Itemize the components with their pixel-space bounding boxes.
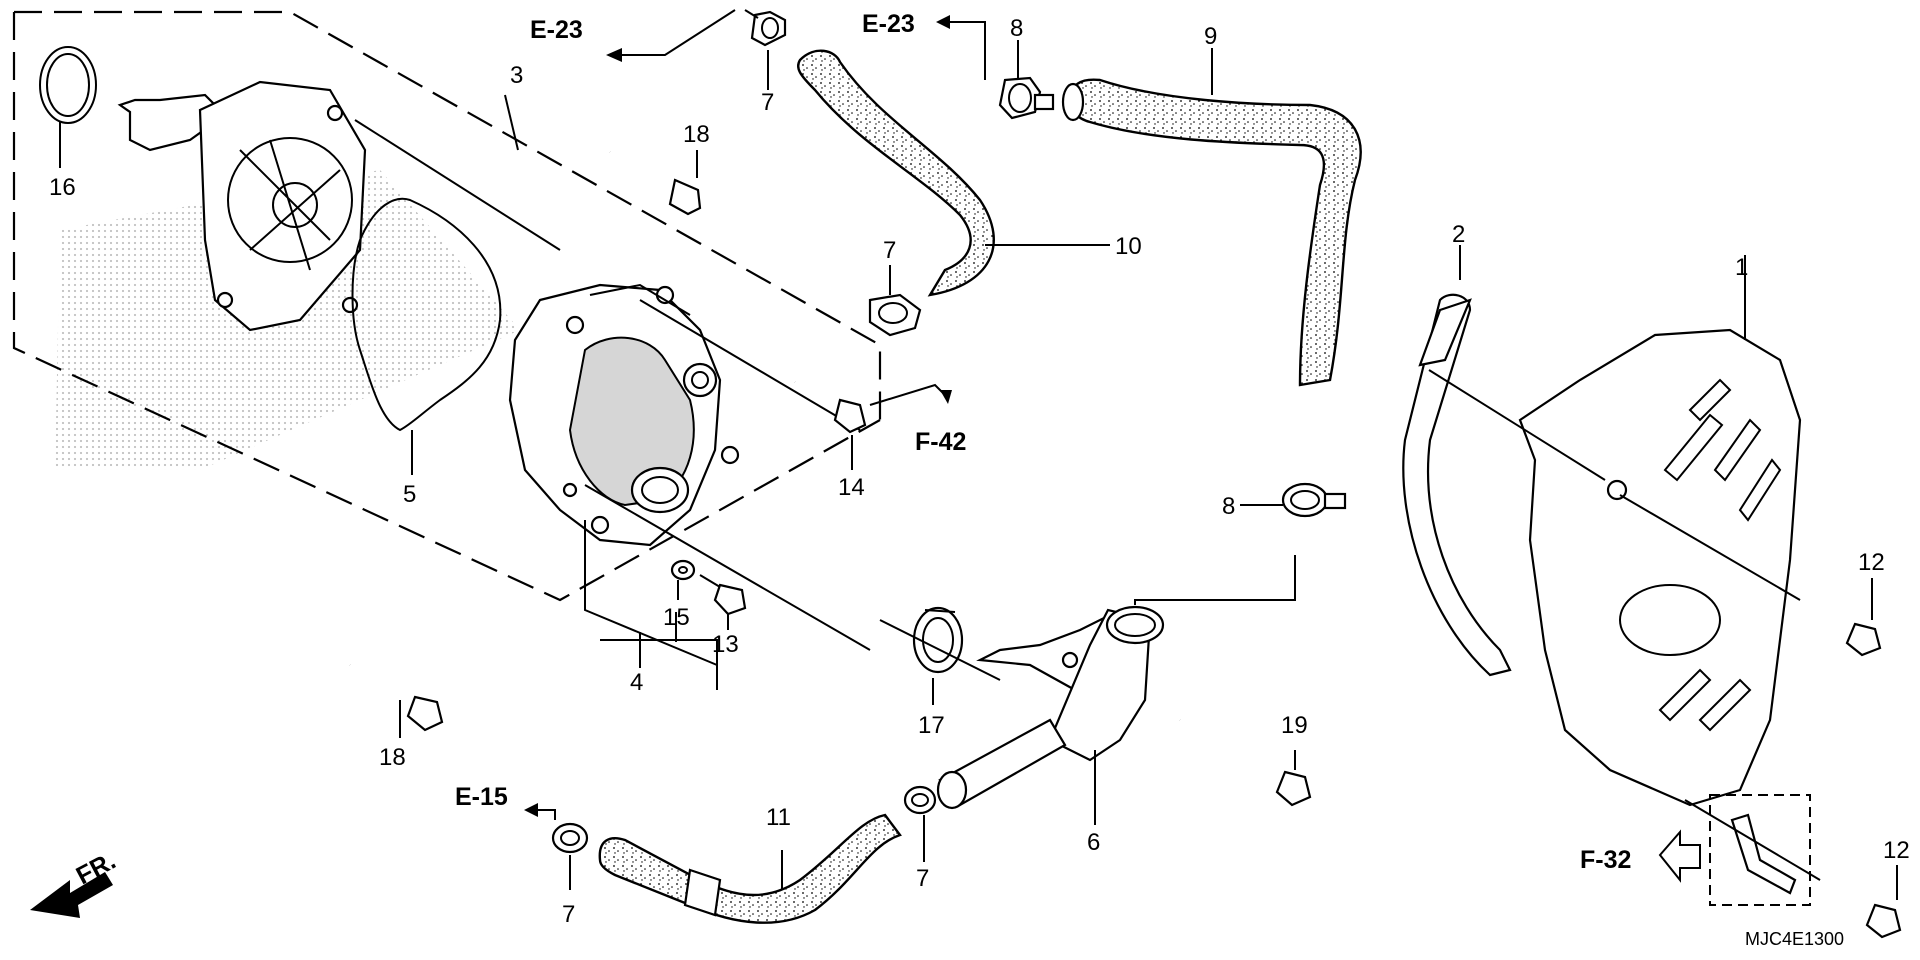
bolt-13 xyxy=(699,574,747,616)
callout-14: 14 xyxy=(838,474,865,501)
ref-e23-left: E-23 xyxy=(530,16,583,44)
callout-10: 10 xyxy=(1115,233,1142,260)
washer-15 xyxy=(670,559,696,581)
gasket-5 xyxy=(351,197,502,432)
bolt-12-upper xyxy=(1798,597,1882,657)
bolt-18-bottom xyxy=(348,662,444,732)
callout-16: 16 xyxy=(49,174,76,201)
f32-arrow-icon xyxy=(1658,829,1701,883)
callout-15: 15 xyxy=(663,604,690,631)
callout-labels: 1 2 3 4 5 6 7 7 7 7 8 8 9 10 11 12 12 13… xyxy=(49,15,1910,928)
side-cover-1 xyxy=(1518,328,1802,807)
callout-3: 3 xyxy=(510,62,523,89)
callout-7-bottom-left: 7 xyxy=(562,901,575,928)
hose-11 xyxy=(598,813,902,924)
water-pipe-6 xyxy=(936,605,1165,810)
pump-cover-4 xyxy=(508,283,871,651)
front-arrow-icon xyxy=(30,872,113,918)
bolt-19 xyxy=(1178,717,1312,807)
bolt-12-lower xyxy=(1818,877,1902,939)
clamp-7-bottom-right xyxy=(903,785,937,815)
callout-17: 17 xyxy=(918,712,945,739)
callout-11: 11 xyxy=(766,804,791,831)
callout-8-bottom: 8 xyxy=(1222,493,1235,520)
clamp-7-top xyxy=(750,10,787,47)
bracket-2 xyxy=(1402,293,1512,677)
callout-7-mid: 7 xyxy=(883,237,896,264)
clamp-8-top xyxy=(998,76,1055,120)
callout-7-top: 7 xyxy=(761,89,774,116)
callout-19: 19 xyxy=(1281,712,1308,739)
callout-12-lower: 12 xyxy=(1883,837,1910,864)
callout-2: 2 xyxy=(1452,221,1465,248)
cover-1-vents xyxy=(1619,378,1782,732)
callout-13: 13 xyxy=(712,631,739,658)
o-ring-16 xyxy=(39,46,97,124)
callout-18-top: 18 xyxy=(683,121,710,148)
callout-5: 5 xyxy=(403,481,416,508)
bolt-14 xyxy=(793,379,867,434)
callout-1: 1 xyxy=(1735,254,1748,281)
ref-f32: F-32 xyxy=(1580,846,1631,874)
ref-f42: F-42 xyxy=(915,428,966,456)
callout-12-upper: 12 xyxy=(1858,549,1885,576)
hose-10 xyxy=(796,49,995,297)
ref-e23-right: E-23 xyxy=(862,10,915,38)
callout-6: 6 xyxy=(1087,829,1100,856)
callout-4: 4 xyxy=(630,669,643,696)
callout-18-bottom: 18 xyxy=(379,744,406,771)
diagram-code: MJC4E1300 xyxy=(1745,929,1844,949)
water-pump-assembly-box xyxy=(12,10,882,602)
ref-e15: E-15 xyxy=(455,783,508,811)
callout-9: 9 xyxy=(1204,23,1217,50)
callout-7-bottom-right: 7 xyxy=(916,865,929,892)
clamp-7-mid xyxy=(868,293,922,337)
hose-9 xyxy=(1070,78,1362,387)
clamp-8-bottom xyxy=(1281,482,1347,518)
front-label: FR. xyxy=(72,847,121,891)
clamp-7-bottom-left xyxy=(551,822,589,854)
bolt-18-top xyxy=(608,149,702,216)
callout-8-top: 8 xyxy=(1010,15,1023,42)
small-bracket-f32 xyxy=(1709,794,1811,906)
